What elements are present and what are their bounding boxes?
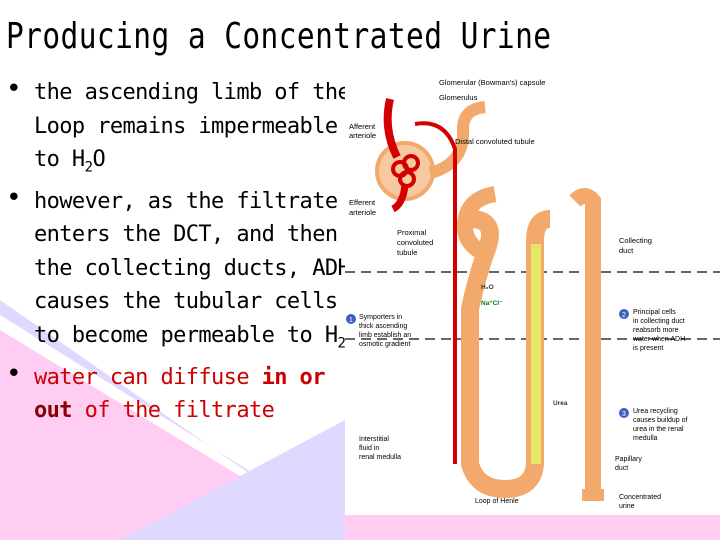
svg-text:arteriole: arteriole [349,208,376,217]
label-urea-recycling: Urea recycling [633,408,678,415]
bullet-dot-icon: • [6,74,22,104]
nephron-diagram: Glomerular (Bowman's) capsule Glomerulus… [345,69,720,515]
label-glomerular-capsule: Glomerular (Bowman's) capsule [439,78,545,87]
svg-text:limb establish an: limb establish an [359,332,411,339]
label-concentrated-urine: Concentrated [619,494,661,501]
bullet-dot-icon: • [6,182,22,213]
label-efferent-arteriole: Efferent [349,198,376,207]
svg-text:renal medulla: renal medulla [359,454,401,461]
slide-title: Producing a Concentrated Urine [6,16,552,57]
svg-text:causes buildup of: causes buildup of [633,417,688,424]
svg-text:urine: urine [619,503,635,510]
svg-text:duct: duct [619,246,634,255]
svg-text:duct: duct [615,465,628,472]
svg-text:convoluted: convoluted [397,238,433,247]
svg-text:is present: is present [633,345,663,352]
label-glomerulus: Glomerulus [439,93,478,102]
label-nacl: Na⁺Cl⁻ [481,300,503,307]
bullet-item: •however, as the filtrate enters the DCT… [6,182,359,352]
label-collecting-duct: Collecting [619,236,652,245]
svg-text:osmotic gradient: osmotic gradient [359,341,410,348]
svg-text:thick ascending: thick ascending [359,323,407,330]
svg-text:water when ADH: water when ADH [632,336,685,343]
label-distal-convoluted-tubule: Distal convoluted tubule [455,137,535,146]
svg-text:medulla: medulla [633,435,658,442]
label-proximal-convoluted-tubule: Proximal [397,228,427,237]
label-afferent-arteriole: Afferent [349,122,376,131]
svg-text:fluid in: fluid in [359,445,379,452]
label-principal-cells: Principal cells [633,309,676,316]
svg-text:reabsorb more: reabsorb more [633,327,679,334]
label-symporters: Symporters in [359,314,402,321]
bullet-list: •the ascending limb of the Loop remains … [0,74,360,428]
step-2-badge: 2 [622,312,626,319]
svg-text:in collecting duct: in collecting duct [633,318,685,325]
label-h2o: H₂O [481,284,494,291]
label-papillary-duct: Papillary [615,456,642,463]
svg-text:arteriole: arteriole [349,131,376,140]
bullet-dot-icon: • [6,358,22,389]
label-urea: Urea [553,400,568,407]
svg-text:tubule: tubule [397,248,417,257]
step-1-badge: 1 [349,317,353,324]
step-3-badge: 3 [622,411,626,418]
label-loop-of-henle: Loop of Henle [475,498,519,505]
svg-text:urea in the renal: urea in the renal [633,426,684,433]
bullet-item: •the ascending limb of the Loop remains … [6,74,351,176]
label-interstitial-fluid: Interstitial [359,436,389,443]
